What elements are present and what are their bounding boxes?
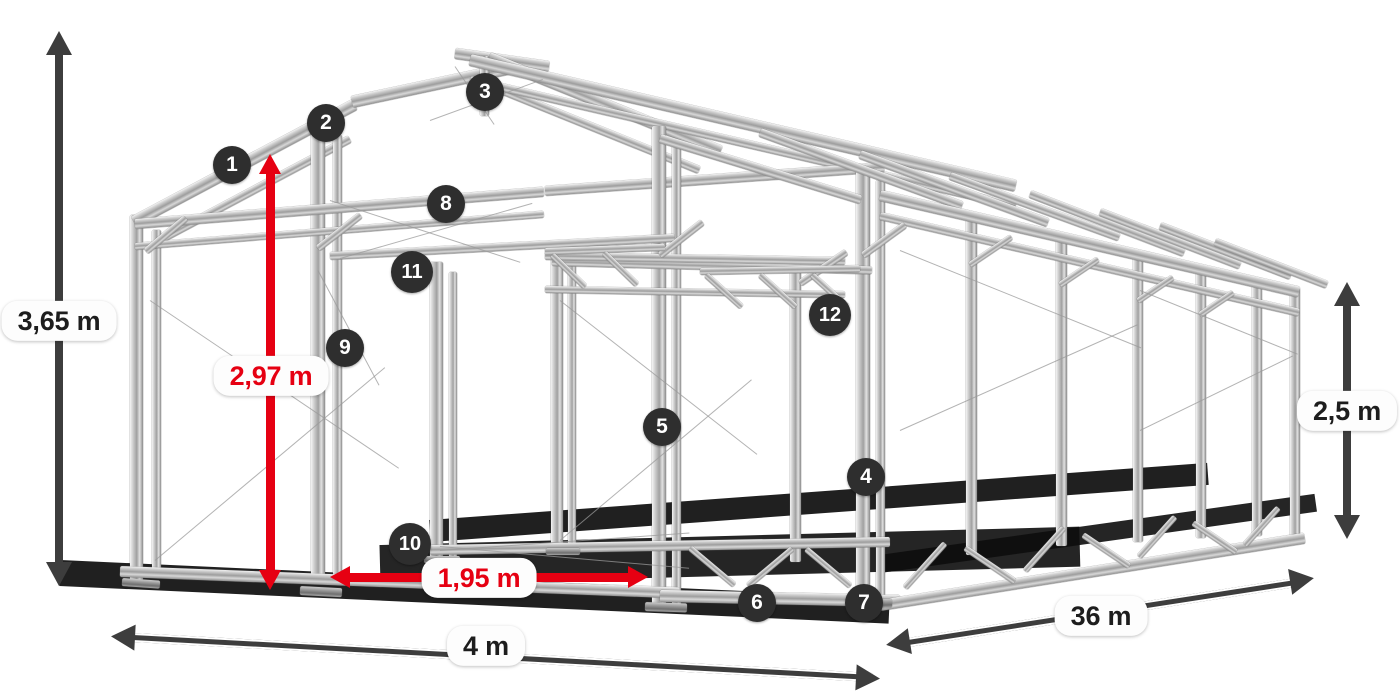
front-left-corner-post [130, 215, 143, 585]
callout-11[interactable]: 11 [391, 251, 433, 293]
arrowhead-left-width [110, 623, 136, 651]
bay10-post [1196, 266, 1206, 538]
bay-spacing-label: 1,95 m [421, 557, 537, 599]
callout-1[interactable]: 1 [213, 146, 251, 184]
length-label: 36 m [1054, 595, 1148, 637]
callout-2[interactable]: 2 [307, 104, 345, 142]
bay9-post [1133, 252, 1143, 542]
arrowhead-red-left [330, 566, 350, 588]
front-left-inner-post [152, 230, 161, 575]
arrowhead-up [46, 31, 72, 55]
callout-6[interactable]: 6 [738, 584, 776, 622]
bay6-post-inner [876, 180, 885, 605]
arrowhead-red-right [628, 566, 648, 588]
bay8-post [1056, 236, 1067, 546]
arrowhead-left-length [884, 628, 912, 658]
callout-12[interactable]: 12 [809, 294, 851, 336]
arrowhead-right-width [855, 664, 881, 692]
bay3-left-post [551, 252, 563, 552]
clear-height-label: 2,97 m [213, 355, 329, 397]
callout-8[interactable]: 8 [427, 185, 465, 223]
x-brace-rear-d [1139, 355, 1294, 431]
width-label: 4 m [447, 625, 525, 667]
callout-9[interactable]: 9 [326, 329, 364, 367]
base-plate-bay3 [546, 548, 580, 555]
callout-4[interactable]: 4 [847, 458, 885, 496]
bay3-left-post-inner [568, 262, 576, 552]
arrowhead-right-length [1288, 565, 1316, 595]
callout-7[interactable]: 7 [845, 584, 883, 622]
bay6-post [856, 168, 870, 608]
bay2-left-post-inner [449, 272, 457, 562]
front-king-post [311, 120, 325, 580]
arrowhead-red-down [259, 570, 281, 590]
panel-truss-top [699, 265, 861, 275]
bay4-left-post-inner [672, 140, 681, 605]
eave-height-label: 2,5 m [1296, 390, 1398, 432]
base-plate-bay4 [644, 602, 688, 613]
arrowhead-red-up [259, 154, 281, 174]
arrowhead-up-right [1334, 282, 1360, 306]
callout-3[interactable]: 3 [466, 73, 504, 111]
bay2-left-post [430, 262, 443, 562]
rear-corner-post [1290, 288, 1300, 536]
arrowhead-down-right [1334, 515, 1360, 539]
arrowhead-down [46, 562, 72, 586]
x-brace-rear-b [899, 324, 1138, 431]
right-eave-beam [878, 190, 1301, 298]
callout-10[interactable]: 10 [389, 523, 431, 565]
ridge-height-label: 3,65 m [1, 300, 117, 342]
bay7-post [966, 215, 977, 555]
callout-5[interactable]: 5 [643, 408, 681, 446]
bay5-post [790, 262, 801, 562]
bay11-post [1252, 278, 1262, 536]
